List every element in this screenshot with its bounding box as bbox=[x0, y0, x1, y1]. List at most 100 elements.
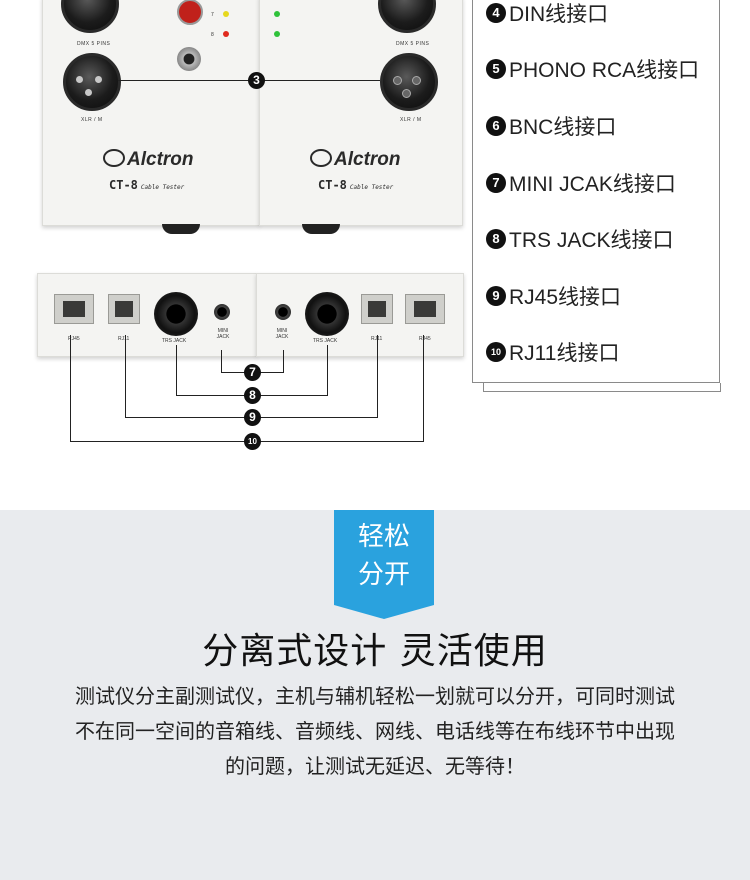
rj45-label: RJ45 bbox=[68, 336, 80, 342]
model-name: CT-8 bbox=[109, 178, 138, 192]
led-number: 8 bbox=[211, 32, 215, 38]
legend-number: 9 bbox=[486, 286, 506, 306]
model-name: CT-8 bbox=[318, 178, 347, 192]
callout-line bbox=[125, 335, 126, 417]
brand-logo: Alctron bbox=[310, 149, 401, 171]
legend-box-frame bbox=[483, 383, 721, 392]
xlr-label: XLR / M bbox=[400, 117, 422, 123]
legend-number: 10 bbox=[486, 342, 506, 362]
xlr-pin bbox=[85, 89, 92, 96]
xlr-pin bbox=[76, 76, 83, 83]
brand-logo-icon bbox=[310, 149, 332, 167]
description-line: 测试仪分主副测试仪，主机与辅机轻松一划就可以分开，可同时测试 bbox=[75, 684, 675, 708]
legend-label: MINI JCAK线接口 bbox=[509, 173, 676, 196]
ribbon-line-2: 分开 bbox=[357, 560, 410, 590]
rj11-label: RJ11 bbox=[118, 336, 130, 342]
rj11-label: RJ11 bbox=[371, 336, 382, 342]
led-indicator bbox=[223, 31, 229, 37]
legend-label: TRS JACK线接口 bbox=[509, 229, 674, 252]
rj45-port bbox=[405, 294, 445, 324]
ribbon-tag: 轻松 分开 bbox=[334, 510, 434, 619]
legend-number: 7 bbox=[486, 173, 506, 193]
rj45-label: RJ45 bbox=[419, 336, 431, 342]
main-unit-side-panel: RJ45 RJ11 TRS JACK MINI JACK bbox=[37, 273, 257, 357]
legend-label: DIN线接口 bbox=[509, 3, 609, 26]
xlr-female-connector bbox=[380, 53, 438, 111]
callout-line bbox=[283, 350, 284, 372]
rj45-port bbox=[54, 294, 94, 324]
legend-label: RJ45线接口 bbox=[509, 286, 622, 309]
callout-line bbox=[377, 335, 378, 417]
led-indicator bbox=[274, 11, 280, 17]
description-line: 的问题，让测试无延迟、无等待！ bbox=[225, 754, 525, 778]
legend-label: PHONO RCA线接口 bbox=[509, 59, 700, 82]
callout-badge-9: 9 bbox=[244, 409, 261, 426]
xlr-pin bbox=[95, 76, 102, 83]
cable-stub bbox=[302, 224, 340, 234]
legend-number: 5 bbox=[486, 59, 506, 79]
feature-section: 轻松 分开 分离式设计 灵活使用 测试仪分主副测试仪，主机与辅机轻松一划就可以分… bbox=[0, 510, 750, 880]
dmx-label: DMX 5 PINS bbox=[396, 41, 430, 47]
xlr-pin bbox=[402, 89, 411, 98]
description-line: 不在同一空间的音箱线、音频线、网线、电话线等在布线环节中出现 bbox=[75, 719, 675, 743]
callout-line bbox=[176, 345, 177, 395]
rj11-port bbox=[108, 294, 140, 324]
trs-label: TRS JACK bbox=[313, 338, 338, 344]
callout-badge-8: 8 bbox=[244, 387, 261, 404]
trs-label: TRS JACK bbox=[162, 338, 187, 344]
xlr-male-connector bbox=[63, 53, 121, 111]
xlr-top-connector bbox=[378, 0, 436, 33]
feature-headline: 分离式设计 灵活使用 bbox=[202, 631, 548, 672]
xlr-pin bbox=[393, 76, 402, 85]
led-indicator bbox=[274, 31, 280, 37]
callout-line bbox=[221, 350, 222, 372]
callout-badge-7: 7 bbox=[244, 364, 261, 381]
brand-name: Alctron bbox=[127, 149, 194, 170]
callout-badge-3: 3 bbox=[248, 72, 265, 89]
model-subtitle: Cable Tester bbox=[140, 184, 185, 191]
brand-name: Alctron bbox=[334, 149, 401, 170]
rca-jack bbox=[177, 0, 203, 25]
legend-number: 6 bbox=[486, 116, 506, 136]
legend-number: 8 bbox=[486, 229, 506, 249]
legend-label: BNC线接口 bbox=[509, 116, 617, 139]
rj11-port bbox=[361, 294, 393, 324]
mini-label: MINI JACK bbox=[216, 328, 230, 340]
legend-label: RJ11线接口 bbox=[509, 342, 620, 365]
model-subtitle: Cable Tester bbox=[349, 184, 394, 191]
legend-box bbox=[472, 0, 720, 383]
callout-line bbox=[327, 345, 328, 395]
callout-badge-10: 10 bbox=[244, 433, 261, 450]
trs-jack-port bbox=[154, 292, 198, 336]
xlr-pin bbox=[412, 76, 421, 85]
led-number: 7 bbox=[211, 12, 215, 18]
bnc-jack bbox=[177, 47, 201, 71]
brand-logo: Alctron bbox=[103, 149, 194, 171]
callout-line bbox=[70, 335, 71, 441]
xlr-label: XLR / M bbox=[81, 117, 103, 123]
mini-jack-port bbox=[214, 304, 230, 320]
ribbon-line-1: 轻松 bbox=[357, 522, 410, 552]
callout-line bbox=[423, 335, 424, 441]
mini-jack-port bbox=[275, 304, 291, 320]
mini-label: MINI JACK bbox=[275, 328, 289, 340]
trs-jack-port bbox=[305, 292, 349, 336]
legend-number: 4 bbox=[486, 3, 506, 23]
cable-stub bbox=[162, 224, 200, 234]
brand-logo-icon bbox=[103, 149, 125, 167]
remote-unit-side-panel: MINI JACK TRS JACK RJ11 RJ45 bbox=[256, 273, 464, 357]
dmx-label: DMX 5 PINS bbox=[77, 41, 111, 47]
led-indicator bbox=[223, 11, 229, 17]
